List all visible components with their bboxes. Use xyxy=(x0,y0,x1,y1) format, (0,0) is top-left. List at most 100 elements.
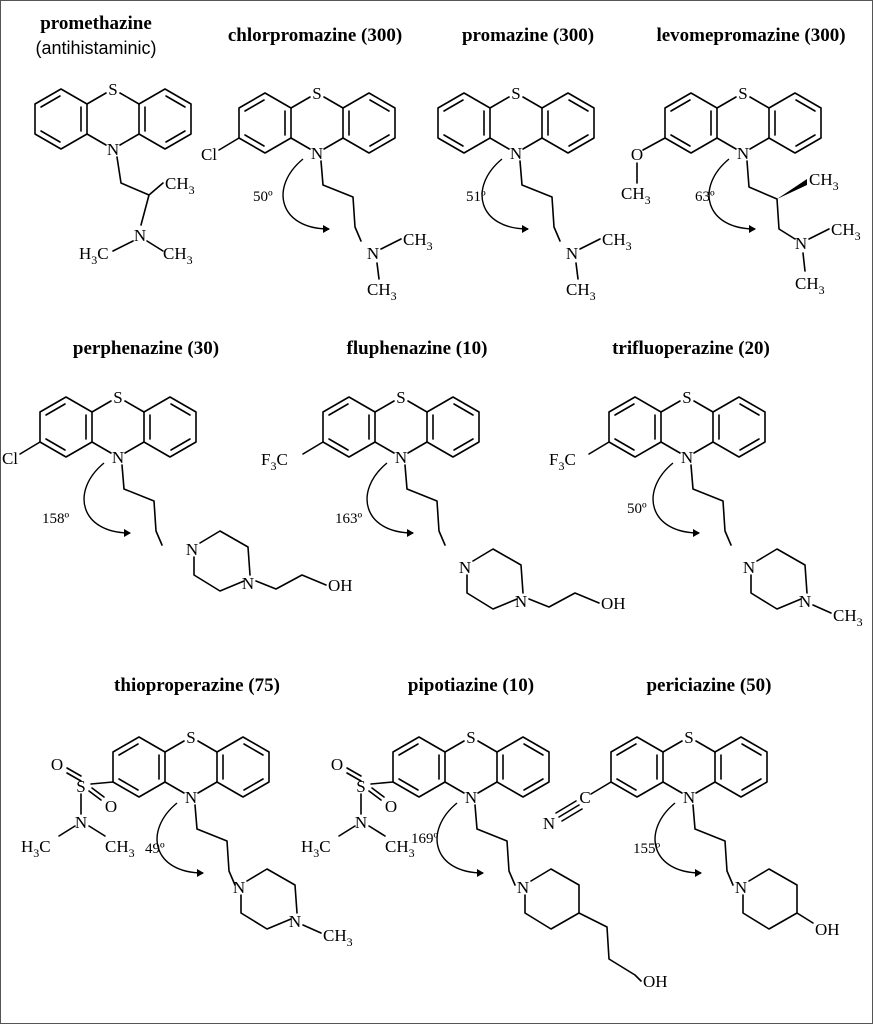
atom-O: O xyxy=(385,797,397,816)
atom-S: S xyxy=(312,84,321,103)
atom-N: N xyxy=(185,788,197,807)
atom-N-amine: N xyxy=(566,244,578,263)
methyl-label: CH3 xyxy=(809,170,839,193)
atom-N: N xyxy=(681,448,693,467)
methyl-label: CH3 xyxy=(163,244,193,267)
methyl-label: CH3 xyxy=(621,184,651,207)
angle-label: 155º xyxy=(633,841,661,857)
atom-N-nitrile: N xyxy=(543,814,555,833)
angle-label: 50º xyxy=(253,189,273,205)
atom-N: N xyxy=(737,144,749,163)
atom-N-piperazine: N xyxy=(515,592,527,611)
compound-title-levomepromazine: levomepromazine (300) xyxy=(656,25,845,46)
atom-O: O xyxy=(105,797,117,816)
atom-S: S xyxy=(466,728,475,747)
compound-title-trifluoperazine: trifluoperazine (20) xyxy=(612,338,770,359)
h3c-label: H3C xyxy=(79,244,109,267)
hydroxyl-label: OH xyxy=(601,594,626,613)
structure-chlorpromazine: S N Cl 50º N CH3 CH3 xyxy=(201,84,433,303)
compound-title-thioproperazine: thioproperazine (75) xyxy=(114,675,280,696)
structure-periciazine: S N C N 155º N OH xyxy=(543,728,840,939)
atom-O: O xyxy=(51,755,63,774)
atom-N-piperazine: N xyxy=(186,540,198,559)
atom-S: S xyxy=(186,728,195,747)
atom-Cl: Cl xyxy=(201,145,217,164)
h3c-label: H3C xyxy=(301,837,331,860)
methyl-label: CH3 xyxy=(165,174,195,197)
structure-thioproperazine: S N S O O N H3C CH3 49º N N CH3 xyxy=(21,728,353,949)
methyl-label: CH3 xyxy=(795,274,825,297)
compound-title-promethazine: promethazine xyxy=(40,13,152,34)
atom-N-sulfonamide: N xyxy=(355,813,367,832)
atom-N: N xyxy=(107,140,119,159)
structure-trifluoperazine: S N F3C 50º N N CH3 xyxy=(549,388,863,629)
atom-S: S xyxy=(113,388,122,407)
structure-promethazine: S N CH3 N H3C CH3 xyxy=(34,80,195,267)
compound-note-promethazine: (antihistaminic) xyxy=(35,38,156,58)
angle-label: 49º xyxy=(145,841,165,857)
compound-title-chlorpromazine: chlorpromazine (300) xyxy=(228,25,402,46)
angle-label: 50º xyxy=(627,501,647,517)
methyl-label: CH3 xyxy=(367,280,397,303)
structure-promazine: S N 51º N CH3 CH3 xyxy=(437,84,632,303)
atom-S-sulfonyl: S xyxy=(356,777,365,796)
atom-N: N xyxy=(465,788,477,807)
angle-label: 63º xyxy=(695,189,715,205)
compound-title-perphenazine: perphenazine (30) xyxy=(73,338,219,359)
structure-pipotiazine: S N S O O N H3C CH3 169º N OH xyxy=(301,728,668,991)
methyl-label: CH3 xyxy=(385,837,415,860)
methyl-label: CH3 xyxy=(831,220,861,243)
atom-N: N xyxy=(395,448,407,467)
methyl-label: CH3 xyxy=(833,606,863,629)
atom-N-amine: N xyxy=(367,244,379,263)
atom-N: N xyxy=(510,144,522,163)
hydroxyl-label: OH xyxy=(328,576,353,595)
atom-N-piperidine: N xyxy=(735,878,747,897)
atom-O: O xyxy=(331,755,343,774)
structure-fluphenazine: S N F3C 163º N N OH xyxy=(261,388,626,613)
cf3-label: F3C xyxy=(549,450,576,473)
angle-label: 163º xyxy=(335,511,363,527)
atom-C-nitrile: C xyxy=(579,788,590,807)
compound-title-fluphenazine: fluphenazine (10) xyxy=(347,338,488,359)
atom-S: S xyxy=(684,728,693,747)
atom-S: S xyxy=(108,80,117,99)
angle-label: 158º xyxy=(42,511,70,527)
atom-S: S xyxy=(682,388,691,407)
atom-Cl: Cl xyxy=(2,449,18,468)
atom-N: N xyxy=(112,448,124,467)
methyl-label: CH3 xyxy=(323,926,353,949)
atom-N-sulfonamide: N xyxy=(75,813,87,832)
structure-levomepromazine: S N O CH3 CH3 63º N CH3 CH3 xyxy=(621,84,861,297)
hydroxyl-label: OH xyxy=(815,920,840,939)
methyl-label: CH3 xyxy=(602,230,632,253)
cf3-label: F3C xyxy=(261,450,288,473)
atom-N-amine: N xyxy=(795,234,807,253)
angle-label: 169º xyxy=(411,831,439,847)
atom-S: S xyxy=(396,388,405,407)
compound-title-periciazine: periciazine (50) xyxy=(646,675,771,696)
compound-title-promazine: promazine (300) xyxy=(462,25,594,46)
atom-N-amine: N xyxy=(134,226,146,245)
methyl-label: CH3 xyxy=(566,280,596,303)
atom-S: S xyxy=(511,84,520,103)
atom-N-piperazine: N xyxy=(233,878,245,897)
atom-N-piperidine: N xyxy=(517,878,529,897)
atom-S-sulfonyl: S xyxy=(76,777,85,796)
hydroxyl-label: OH xyxy=(643,972,668,991)
atom-N-piperazine: N xyxy=(242,574,254,593)
atom-S: S xyxy=(738,84,747,103)
atom-N-piperazine: N xyxy=(799,592,811,611)
atom-N: N xyxy=(683,788,695,807)
atom-N-piperazine: N xyxy=(743,558,755,577)
structure-perphenazine: S N Cl 158º N N OH xyxy=(2,388,353,595)
methyl-label: CH3 xyxy=(403,230,433,253)
angle-label: 51º xyxy=(466,189,486,205)
methyl-label: CH3 xyxy=(105,837,135,860)
atom-N-piperazine: N xyxy=(459,558,471,577)
compound-title-pipotiazine: pipotiazine (10) xyxy=(408,675,534,696)
atom-N: N xyxy=(311,144,323,163)
h3c-label: H3C xyxy=(21,837,51,860)
